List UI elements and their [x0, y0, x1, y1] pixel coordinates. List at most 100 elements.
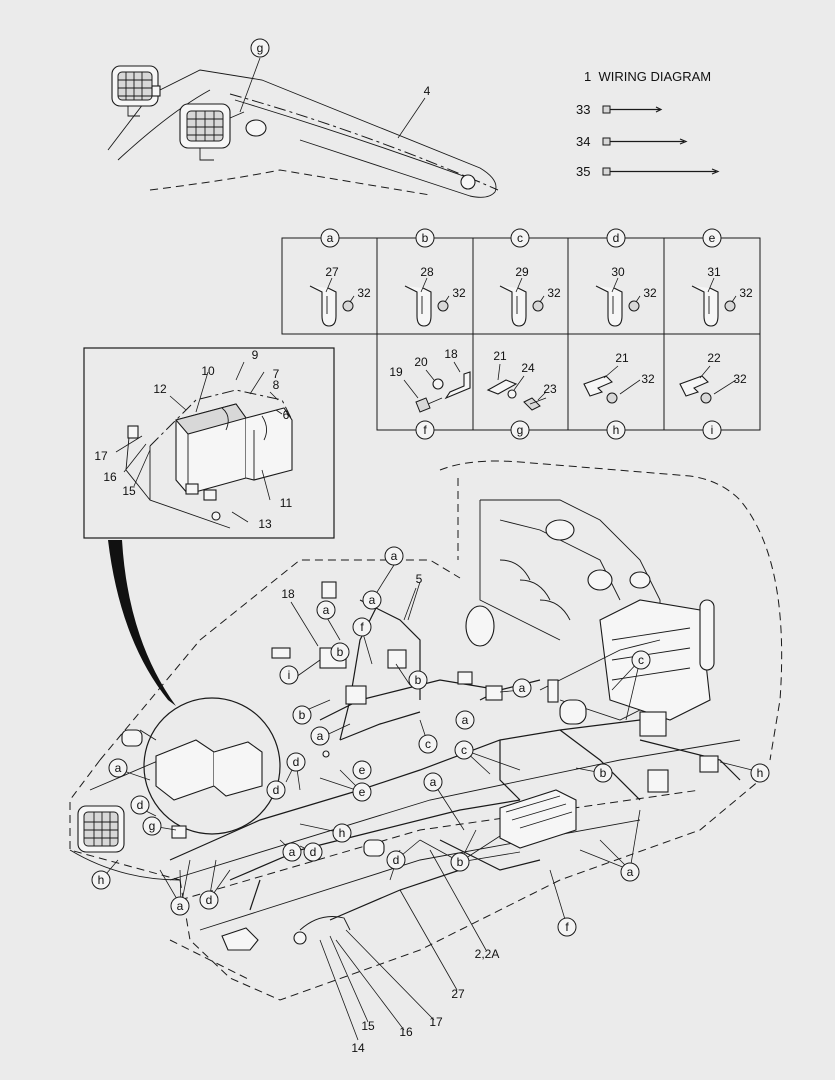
svg-text:e: e	[359, 785, 366, 799]
main-callout-a: a	[384, 546, 404, 566]
svg-text:c: c	[425, 737, 431, 751]
front-work-lamp	[77, 805, 125, 853]
svg-text:a: a	[323, 603, 330, 617]
main-callout-a: a	[512, 678, 532, 698]
svg-text:h: h	[757, 766, 764, 780]
cable-tie-34	[602, 137, 688, 146]
svg-text:a: a	[177, 899, 184, 913]
svg-text:a: a	[430, 775, 437, 789]
main-callout-a: a	[455, 710, 475, 730]
legend-wiring-diagram: 1 WIRING DIAGRAM	[584, 69, 711, 84]
svg-text:d: d	[293, 755, 300, 769]
battery-inset-number-6: 6	[283, 408, 290, 422]
main-part-number-2-2A: 2,2A	[475, 947, 500, 961]
battery-inset-number-9: 9	[252, 348, 259, 362]
main-callout-d: d	[130, 795, 150, 815]
main-part-number-27: 27	[451, 987, 465, 1001]
svg-text:d: d	[206, 893, 213, 907]
svg-text:f: f	[565, 920, 569, 934]
main-callout-d: d	[199, 890, 219, 910]
main-callout-b: b	[593, 763, 613, 783]
battery-inset-number-13: 13	[258, 517, 272, 531]
cell-g-part-number: 24	[521, 361, 535, 375]
boom-view	[107, 57, 499, 198]
main-callout-h: h	[332, 823, 352, 843]
cable-tie-33	[602, 105, 663, 114]
main-part-number-18: 18	[281, 587, 295, 601]
svg-text:b: b	[415, 673, 422, 687]
svg-text:a: a	[627, 865, 634, 879]
cell-i-parts	[679, 375, 712, 404]
cell-f-parts	[415, 371, 471, 413]
legend-item-number: 1	[584, 69, 592, 84]
legend-tie-34-number: 34	[576, 134, 591, 149]
svg-text:a: a	[369, 593, 376, 607]
svg-text:e: e	[359, 763, 366, 777]
main-callout-a: a	[620, 862, 640, 882]
main-callout-c: c	[454, 740, 474, 760]
main-callout-a: a	[362, 590, 382, 610]
p-clip-drawing-c	[499, 277, 545, 327]
svg-text:g: g	[149, 819, 156, 833]
svg-text:a: a	[289, 845, 296, 859]
main-callout-c: c	[631, 650, 651, 670]
table-leader-line	[619, 379, 641, 395]
main-callout-d: d	[386, 850, 406, 870]
clip-table-letter-f: f	[415, 420, 435, 440]
tie-legend	[602, 105, 720, 176]
table-leader-line	[537, 391, 547, 401]
cell-g-part-number: 21	[493, 349, 507, 363]
table-leader-line	[603, 365, 619, 379]
clip-table-letter-a: a	[320, 228, 340, 248]
svg-text:f: f	[360, 620, 364, 634]
svg-text:b: b	[337, 645, 344, 659]
clip-nut-number-e: 32	[739, 286, 753, 300]
main-callout-f: f	[557, 917, 577, 937]
boom-harness-number: 4	[424, 84, 431, 98]
svg-text:b: b	[457, 855, 464, 869]
svg-text:b: b	[299, 708, 306, 722]
clip-nut-number-a: 32	[357, 286, 371, 300]
cell-g-part-number: 23	[543, 382, 557, 396]
clip-table-letter-g: g	[510, 420, 530, 440]
svg-text:a: a	[327, 231, 334, 245]
main-callout-b: b	[292, 705, 312, 725]
clip-table-letter-h: h	[606, 420, 626, 440]
table-leader-line	[403, 379, 419, 399]
main-part-number-17: 17	[429, 1015, 443, 1029]
cell-f-part-number: 19	[389, 365, 403, 379]
svg-text:g: g	[517, 423, 524, 437]
svg-text:c: c	[461, 743, 467, 757]
svg-text:h: h	[339, 826, 346, 840]
main-callout-e: e	[352, 782, 372, 802]
clip-table-letter-c: c	[510, 228, 530, 248]
main-part-number-14: 14	[351, 1041, 365, 1055]
battery-inset-number-11: 11	[280, 496, 293, 510]
svg-text:d: d	[273, 783, 280, 797]
table-leader-line	[713, 379, 737, 395]
legend-tie-35-number: 35	[576, 164, 591, 179]
main-callout-d: d	[266, 780, 286, 800]
table-leader-line	[497, 363, 501, 381]
main-callout-a: a	[423, 772, 443, 792]
table-leader-line	[699, 365, 711, 379]
main-callout-a: a	[310, 726, 330, 746]
table-leader-line	[513, 375, 525, 391]
work-lamp-rear	[111, 65, 161, 117]
svg-text:a: a	[519, 681, 526, 695]
main-callout-a: a	[282, 842, 302, 862]
table-leader-line	[453, 361, 461, 373]
cell-f-part-number: 20	[414, 355, 428, 369]
clip-nut-number-d: 32	[643, 286, 657, 300]
battery-inset-number-8: 8	[273, 378, 280, 392]
clip-part-number-c: 29	[515, 265, 529, 279]
svg-text:c: c	[517, 231, 523, 245]
svg-text:d: d	[310, 845, 317, 859]
clip-part-number-e: 31	[707, 265, 721, 279]
battery-inset-number-16: 16	[103, 470, 117, 484]
main-part-number-15: 15	[361, 1019, 375, 1033]
main-callout-b: b	[408, 670, 428, 690]
main-part-number-5: 5	[416, 572, 423, 586]
main-callout-a: a	[316, 600, 336, 620]
cell-g-parts	[486, 379, 547, 411]
